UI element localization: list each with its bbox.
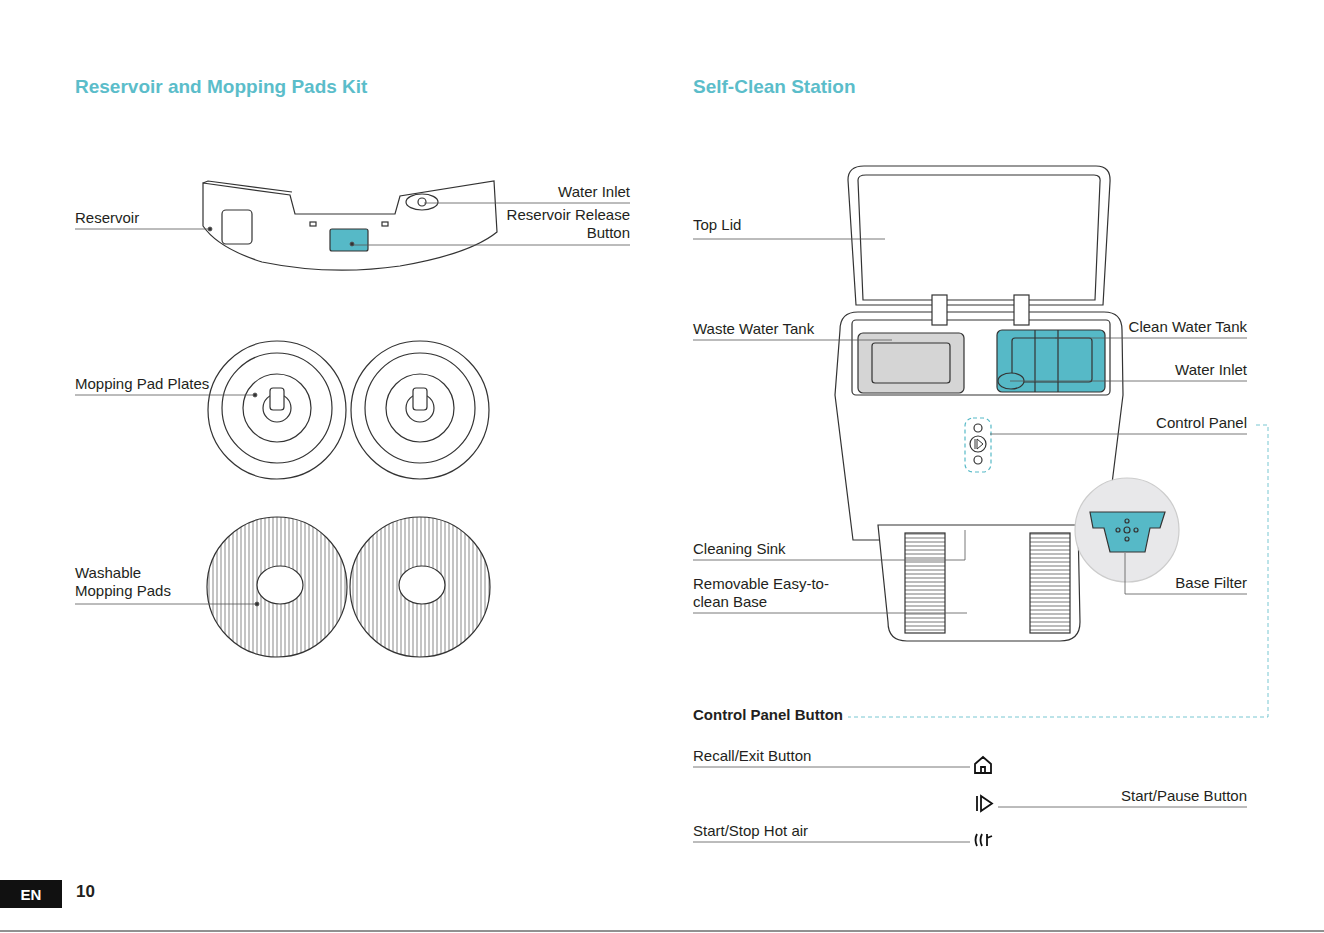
language-tab: EN	[0, 880, 62, 908]
part-label: Water Inlet	[558, 183, 630, 201]
part-label: Start/Pause Button	[1121, 787, 1247, 805]
part-label: Control Panel	[1156, 414, 1247, 432]
part-label: Clean Water Tank	[1129, 318, 1247, 336]
part-label: Mopping Pad Plates	[75, 375, 209, 393]
part-label: Top Lid	[693, 216, 741, 234]
part-label: 10	[76, 883, 95, 901]
part-label: Cleaning Sink	[693, 540, 786, 558]
section-heading: Self-Clean Station	[693, 76, 856, 98]
mopping-pad-plates-drawing	[208, 341, 489, 479]
leader-lines	[0, 203, 1324, 931]
part-label: Washable Mopping Pads	[75, 564, 185, 600]
part-label: Control Panel Button	[693, 706, 843, 724]
part-label: Start/Stop Hot air	[693, 822, 808, 840]
station-drawing	[835, 166, 1179, 641]
part-label: Removable Easy-to-clean Base	[693, 575, 843, 611]
part-label: Water Inlet	[1175, 361, 1247, 379]
part-label: Base Filter	[1175, 574, 1247, 592]
washable-pads-drawing	[207, 517, 490, 657]
part-label: Reservoir Release Button	[470, 206, 630, 242]
button-icons	[975, 757, 992, 846]
part-label: Recall/Exit Button	[693, 747, 811, 765]
part-label: Reservoir	[75, 209, 139, 227]
section-heading: Reservoir and Mopping Pads Kit	[75, 76, 367, 98]
reservoir-drawing	[203, 181, 497, 270]
part-label: Waste Water Tank	[693, 320, 814, 338]
tab-text: EN	[21, 886, 42, 903]
